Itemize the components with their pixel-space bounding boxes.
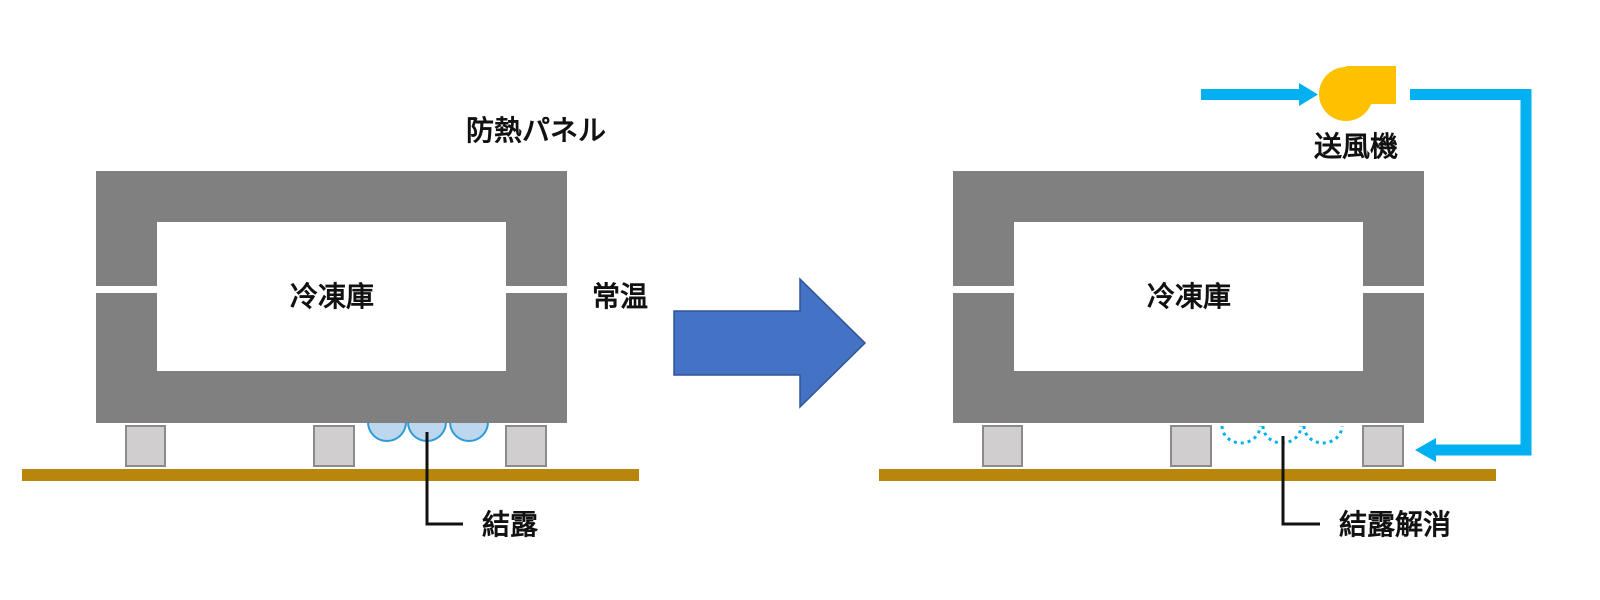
- condensation-label: 結露: [482, 508, 539, 541]
- blower-label: 送風機: [1314, 130, 1398, 163]
- left-scene: 防熱パネル 冷凍庫 常温 結露: [22, 114, 648, 541]
- condensation-droplet-icon: [366, 421, 490, 442]
- right-support-3: [1362, 425, 1404, 467]
- right-scene: 送風機 冷凍庫 結露解消: [879, 66, 1532, 541]
- right-support-2: [1170, 425, 1212, 467]
- right-arrow-icon: [673, 277, 867, 409]
- left-support-3: [505, 425, 547, 467]
- right-floor: [879, 469, 1496, 481]
- air-intake-arrow: [1201, 83, 1318, 106]
- left-floor: [22, 469, 639, 481]
- resolved-label: 結露解消: [1339, 508, 1451, 541]
- air-duct-path: [1410, 89, 1532, 462]
- right-room-label: 冷凍庫: [1147, 280, 1231, 313]
- left-room-label: 冷凍庫: [290, 280, 374, 313]
- right-support-1: [982, 425, 1023, 467]
- left-support-1: [125, 425, 166, 467]
- right-resolved-leader: [1281, 436, 1320, 526]
- left-insulation-panel: [94, 171, 569, 423]
- panel-label: 防熱パネル: [466, 114, 606, 147]
- left-support-2: [313, 425, 355, 467]
- blower-fan-icon: [1319, 66, 1396, 121]
- right-insulation-panel: [951, 171, 1426, 423]
- ambient-label: 常温: [592, 280, 648, 313]
- left-condensation-leader: [425, 432, 463, 526]
